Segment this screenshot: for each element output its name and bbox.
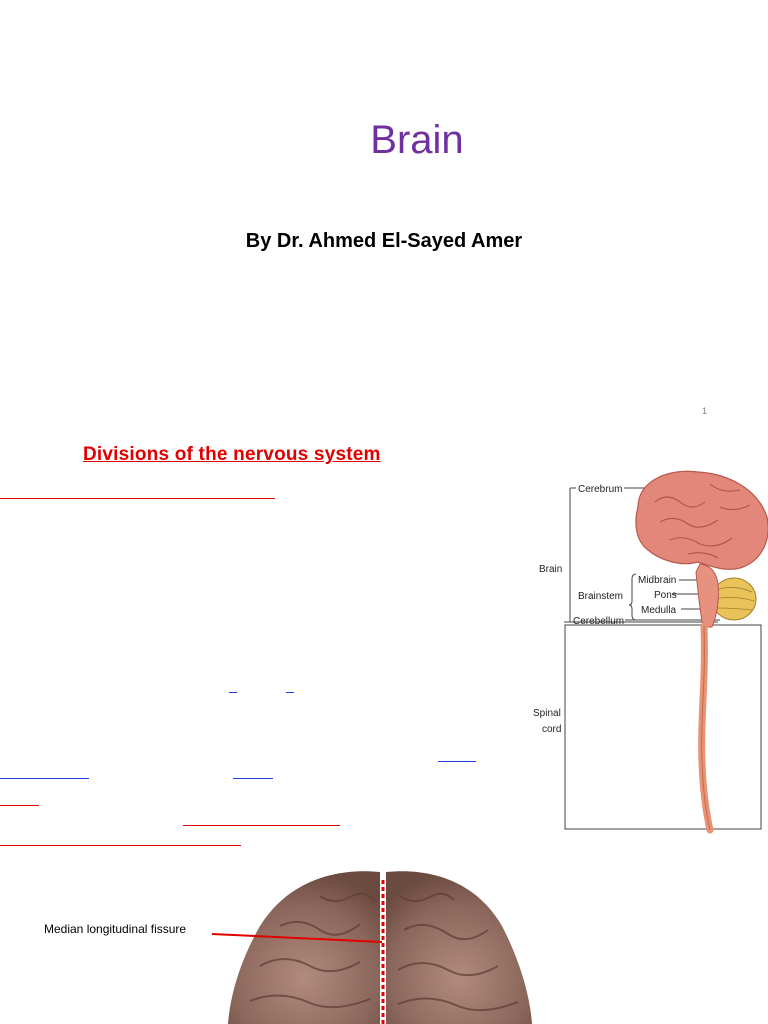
- left-hemisphere: [228, 871, 380, 1024]
- link-underline-1[interactable]: [229, 692, 237, 693]
- label-cerebrum: Cerebrum: [578, 484, 622, 495]
- link-underline-4[interactable]: [0, 778, 89, 779]
- slide-title: Brain: [370, 118, 464, 162]
- cerebrum-shape: [635, 470, 768, 570]
- label-brainstem: Brainstem: [578, 591, 623, 602]
- link-underline-5[interactable]: [233, 778, 273, 779]
- section-heading: Divisions of the nervous system: [83, 444, 381, 465]
- page-number: 1: [702, 406, 708, 416]
- label-spinal: Spinal: [533, 708, 561, 719]
- fissure-pointer-line: [211, 933, 383, 943]
- underline-4: [0, 845, 241, 846]
- brainstem-shape: [695, 563, 719, 628]
- link-underline-3[interactable]: [438, 761, 476, 762]
- title-slide: Brain By Dr. Ahmed El-Sayed Amer 1: [0, 0, 768, 430]
- fissure-label: Median longitudinal fissure: [44, 922, 187, 936]
- link-underline-2[interactable]: [286, 692, 294, 693]
- nervous-system-diagram: Cerebrum Brain Midbrain Brainstem Pons M…: [533, 470, 768, 834]
- brain-superior-view: [228, 871, 532, 1024]
- author-line: By Dr. Ahmed El-Sayed Amer: [245, 230, 523, 252]
- label-cord: cord: [542, 724, 561, 735]
- label-midbrain: Midbrain: [638, 575, 676, 586]
- right-hemisphere: [386, 871, 532, 1024]
- label-brain: Brain: [539, 564, 562, 575]
- spinal-cord-shape: [698, 622, 714, 834]
- underline-1: [0, 498, 275, 499]
- underline-2: [0, 805, 39, 806]
- label-cerebellum: Cerebellum: [573, 616, 624, 627]
- label-medulla: Medulla: [641, 605, 676, 616]
- label-pons: Pons: [654, 590, 677, 601]
- underline-3: [183, 825, 340, 826]
